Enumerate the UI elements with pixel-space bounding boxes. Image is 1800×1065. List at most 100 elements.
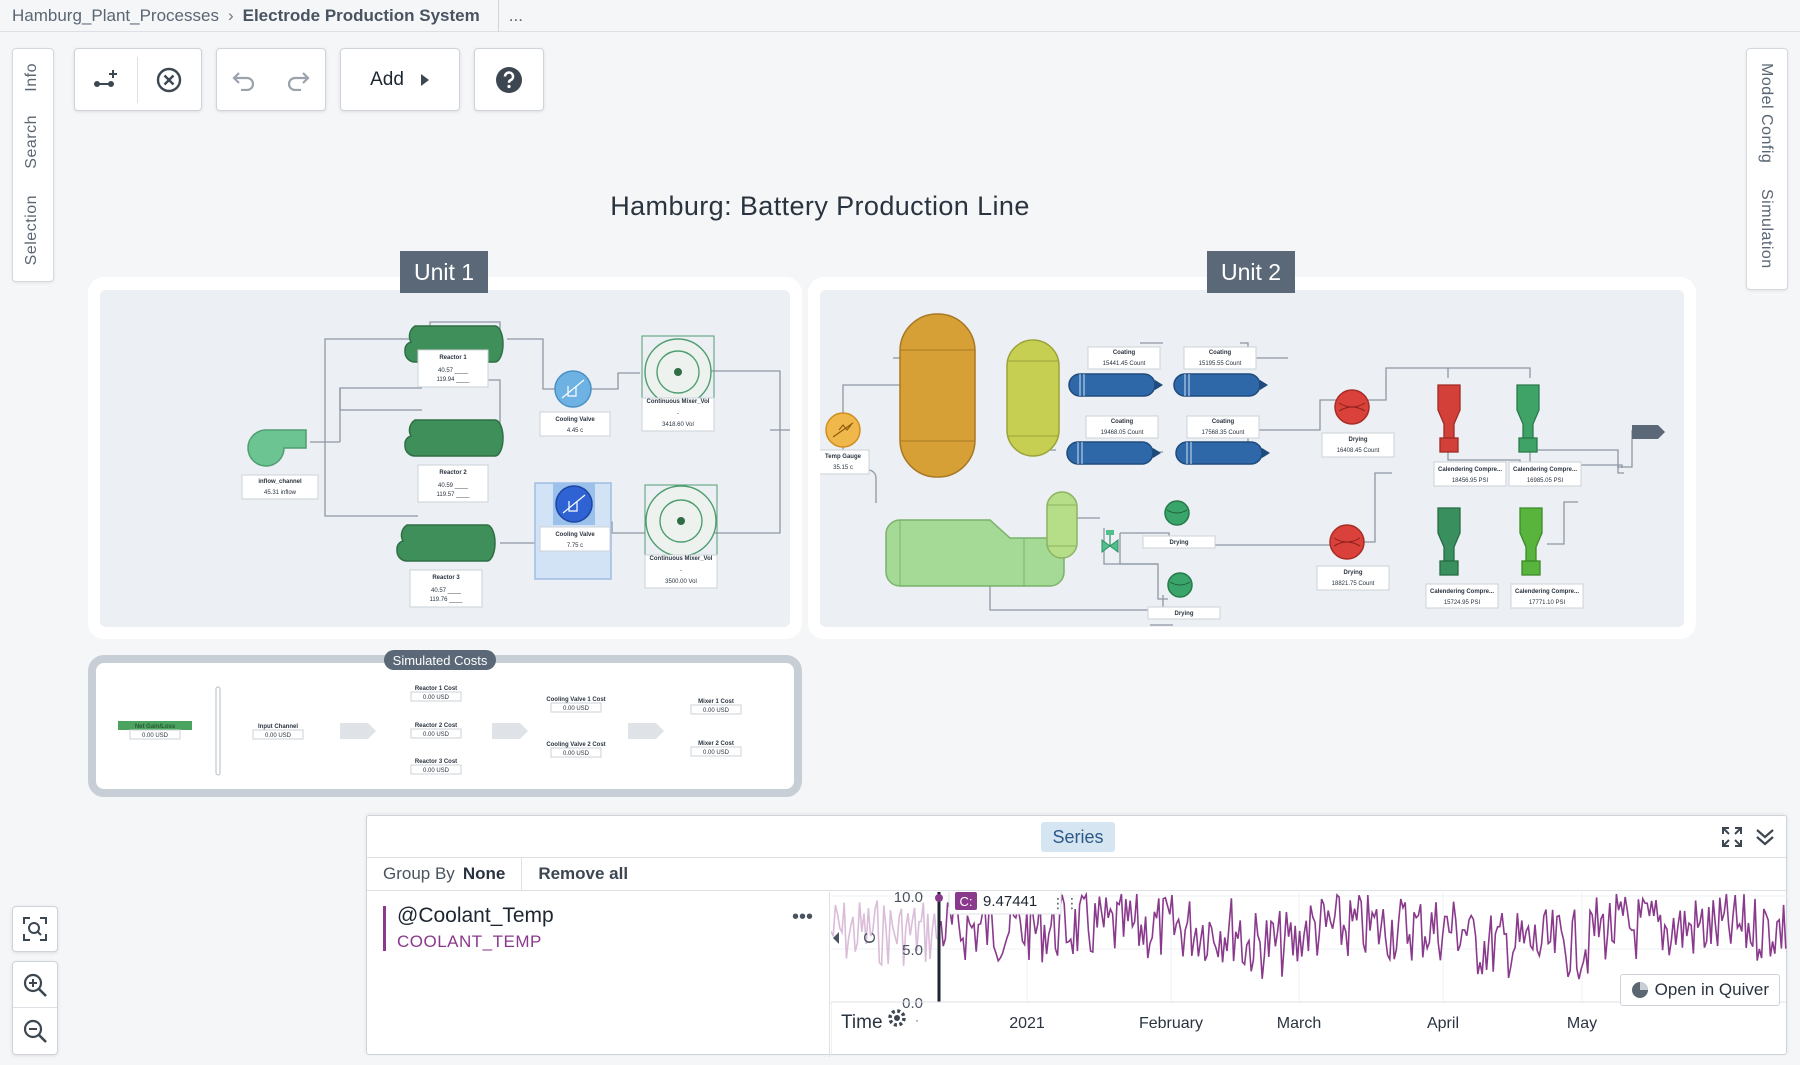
group-by-value: None [462, 864, 506, 883]
edit-toolbar [74, 48, 202, 111]
help-button[interactable] [475, 49, 543, 110]
dryer-bottom[interactable] [1329, 524, 1365, 560]
drying-bottom-name: Drying [1343, 570, 1362, 576]
history-toolbar [216, 48, 326, 111]
cooling-valve-2[interactable] [555, 485, 593, 523]
coating-a-value: 15441.45 Count [1103, 361, 1146, 367]
breadcrumb: Hamburg_Plant_Processes › Electrode Prod… [0, 0, 1800, 32]
calendering-2-name: Calendering Compre... [1513, 467, 1577, 473]
time-settings-gear-icon[interactable] [888, 1009, 906, 1027]
y-tick-label: 5.0 [902, 942, 923, 959]
undo-button[interactable] [217, 49, 271, 110]
delete-button[interactable] [138, 49, 200, 110]
fit-view-icon [23, 917, 47, 941]
group-by-control[interactable]: Group By None [367, 858, 523, 890]
large-tank-orange[interactable] [899, 313, 976, 478]
series-id: COOLANT_TEMP [397, 932, 542, 951]
calender-compressor-1[interactable] [1437, 384, 1461, 453]
coating-roller-b[interactable] [1173, 373, 1268, 397]
cost-flow-arrows [340, 723, 664, 739]
dryer-top[interactable] [1334, 389, 1370, 425]
y-axis-label: C [862, 932, 879, 944]
right-side-panel-tabs: Model Config Simulation [1746, 48, 1788, 290]
zoom-out-button[interactable] [13, 1008, 57, 1054]
x-tick-label: 2021 [1009, 1015, 1045, 1032]
more-options-icon[interactable]: ••• [791, 906, 813, 928]
dryer-small-2[interactable] [1167, 572, 1193, 598]
tab-info[interactable]: Info [23, 63, 40, 92]
y-tick-label: 0.0 [902, 995, 923, 1012]
unit-2-label: Unit 2 [1207, 251, 1295, 293]
add-label: Add [370, 68, 404, 90]
calender-compressor-3[interactable] [1437, 507, 1461, 576]
continuous-mixer-1[interactable] [641, 335, 715, 409]
calendering-4-name: Calendering Compre... [1515, 589, 1579, 595]
redo-icon [287, 71, 310, 91]
x-tick-label: April [1427, 1015, 1459, 1032]
breadcrumb-root[interactable]: Hamburg_Plant_Processes [12, 5, 219, 25]
add-menu-button[interactable]: Add [341, 49, 459, 110]
drying-small-1-name: Drying [1169, 540, 1188, 546]
calendering-4-value: 17771.10 PSI [1529, 600, 1566, 606]
fit-to-view-button[interactable] [12, 906, 58, 952]
expand-icon[interactable] [1720, 825, 1744, 849]
series-toolbar: Group By None Remove all [367, 858, 1786, 891]
zoom-in-button[interactable] [13, 962, 57, 1008]
x-tick-label: May [1567, 1015, 1597, 1032]
reactor-1-name: Reactor 1 [439, 355, 467, 361]
dryer-small-1[interactable] [1164, 500, 1190, 526]
x-axis-start-tick: · [915, 1013, 919, 1027]
mixer-2-value: 3500.00 Vol [665, 579, 697, 585]
canvas-title: Hamburg: Battery Production Line [610, 191, 1030, 221]
series-list-item[interactable]: @Coolant_Temp COOLANT_TEMP ••• [367, 892, 830, 1057]
temp-gauge[interactable] [825, 412, 861, 448]
inflow-channel-pump[interactable] [247, 429, 307, 467]
reactor-2-cost-value: 0.00 USD [423, 732, 450, 738]
calender-compressor-4[interactable] [1519, 507, 1543, 576]
cooling-valve-1-name: Cooling Valve [555, 417, 595, 423]
breadcrumb-more-button[interactable]: ... [497, 0, 523, 32]
small-tank-light-green[interactable] [1046, 491, 1078, 559]
series-panel: Series Group By None Remove all @Coolant… [366, 815, 1788, 1057]
mixer-1-cost-name: Mixer 1 Cost [698, 699, 734, 705]
reactor-2-name: Reactor 2 [439, 470, 467, 476]
scroll-left-icon[interactable] [833, 932, 839, 944]
temp-gauge-name: Temp Gauge [825, 454, 862, 460]
collapse-panel-icon[interactable] [1754, 825, 1776, 849]
redo-button[interactable] [271, 49, 325, 110]
calender-compressor-2[interactable] [1516, 384, 1540, 453]
breadcrumb-current[interactable]: Electrode Production System [242, 5, 480, 25]
open-in-quiver-button[interactable]: Open in Quiver [1619, 974, 1780, 1006]
add-connection-button[interactable] [75, 49, 137, 110]
coating-d-value: 17568.35 Count [1202, 430, 1245, 436]
horizontal-tank-green[interactable] [885, 519, 1065, 587]
cooling-valve-1[interactable] [554, 370, 592, 408]
mixer-1-name: Continuous Mixer_Vol [647, 399, 710, 405]
control-valve[interactable] [1101, 530, 1119, 553]
coating-roller-c[interactable] [1066, 441, 1161, 465]
reactor-3[interactable] [396, 524, 496, 562]
tab-model-config[interactable]: Model Config [1758, 63, 1775, 164]
outlet-arrow[interactable] [1632, 425, 1665, 439]
zoom-controls [12, 961, 58, 1055]
mixer-2-cost-value: 0.00 USD [703, 750, 730, 756]
y-axis-ticks: 10.05.00.0 [894, 892, 923, 1012]
toolbar-divider [137, 56, 138, 103]
drag-handle-icon[interactable]: ⋮⋮ [1051, 895, 1079, 911]
reactor-2[interactable] [404, 419, 504, 457]
series-name: @Coolant_Temp [397, 904, 554, 927]
reactor-3-cost-name: Reactor 3 Cost [415, 759, 457, 765]
tab-simulation[interactable]: Simulation [1758, 189, 1775, 269]
remove-all-button[interactable]: Remove all [538, 864, 629, 883]
coating-roller-a[interactable] [1068, 373, 1163, 397]
tab-series[interactable]: Series [1041, 822, 1115, 852]
tab-search[interactable]: Search [23, 115, 40, 169]
continuous-mixer-2[interactable] [644, 484, 718, 558]
cooling-valve-2-cost-value: 0.00 USD [563, 751, 590, 757]
tank-yellow-green[interactable] [1006, 339, 1060, 457]
mixer-2-cost-name: Mixer 2 Cost [698, 741, 734, 747]
coating-roller-d[interactable] [1175, 441, 1270, 465]
